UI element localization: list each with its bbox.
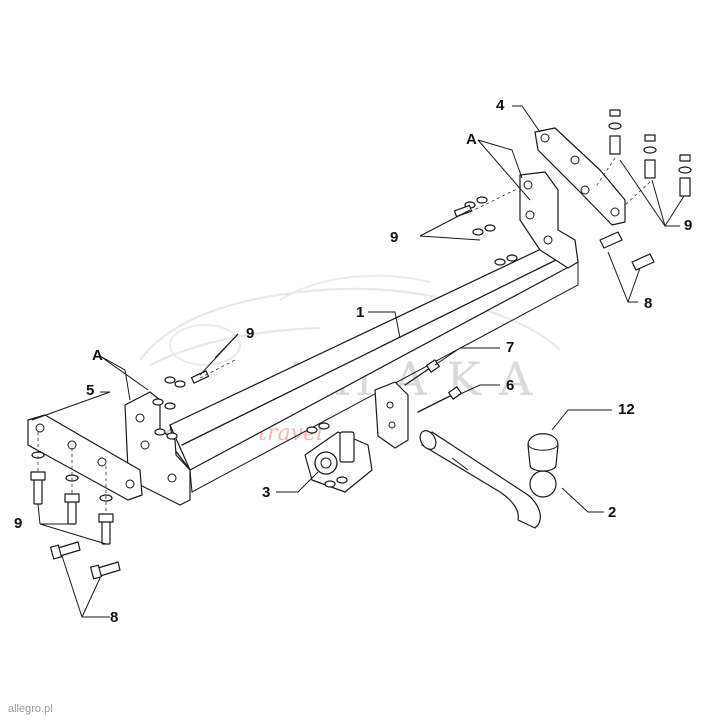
callout-1: 1 <box>356 304 364 321</box>
left-bolt-stack-9 <box>30 432 114 545</box>
callout-8-right: 8 <box>644 295 652 312</box>
ball-neck-arm <box>419 430 559 529</box>
callout-2: 2 <box>608 504 616 521</box>
callout-9-center: 9 <box>390 229 398 246</box>
right-bolts-8 <box>599 231 655 271</box>
callout-a-left: A <box>92 347 103 364</box>
right-bolt-stack-9 <box>594 109 692 206</box>
center-bolts <box>404 359 462 413</box>
callout-7: 7 <box>506 339 514 356</box>
footer-credit: allegro.pl <box>8 703 53 715</box>
callout-9-left: 9 <box>14 515 22 532</box>
callout-9-right: 9 <box>684 217 692 234</box>
callout-6: 6 <box>506 377 514 394</box>
callout-3: 3 <box>262 484 270 501</box>
center-coupling-bracket <box>374 381 409 449</box>
socket-plate <box>304 431 373 493</box>
leader-lines <box>31 105 685 618</box>
right-side-bracket <box>519 171 579 269</box>
callout-8-left: 8 <box>110 609 118 626</box>
left-bolts-8 <box>49 541 121 580</box>
callout-5: 5 <box>86 382 94 399</box>
right-mount-plate <box>534 127 626 226</box>
watermark-car-outline <box>139 274 561 366</box>
left-mount-plate <box>27 414 143 501</box>
callout-4: 4 <box>496 97 505 114</box>
callout-a-right: A <box>466 131 477 148</box>
left-bracket-fasteners <box>152 359 236 440</box>
callout-labels: 1 2 3 4 5 6 7 8 8 9 9 9 9 12 A A <box>14 97 692 626</box>
right-bracket-fasteners <box>453 184 526 266</box>
callout-9-left-bracket: 9 <box>246 325 254 342</box>
socket-fasteners <box>306 422 348 488</box>
callout-12: 12 <box>618 401 635 418</box>
